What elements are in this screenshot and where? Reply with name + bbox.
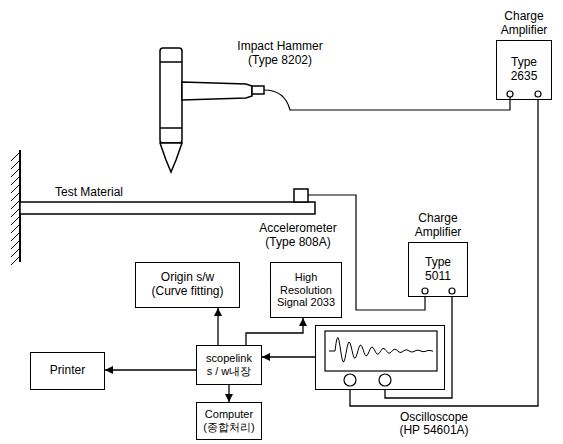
test-beam (20, 202, 315, 214)
hatch-stroke (11, 248, 20, 257)
oscilloscope: Oscilloscope (HP 54601A) (315, 325, 445, 390)
box-text: (Curve fitting) (151, 285, 223, 299)
box-content: Type 2635 (497, 41, 551, 99)
signal-box: High Resolution Signal 2033 (270, 262, 342, 318)
hatch-stroke (11, 200, 20, 209)
part-label: Impact Hammer (Type 8202) (225, 40, 335, 68)
box-content (316, 326, 444, 389)
data-arrow (217, 308, 218, 345)
hatch-stroke (11, 232, 20, 241)
data-arrow (228, 385, 229, 402)
hatch-stroke (11, 184, 20, 193)
box-text: Printer (50, 364, 85, 378)
box-text: Computer (205, 408, 253, 421)
box-text: Type 5011 (413, 256, 463, 284)
hatch-stroke (11, 216, 20, 225)
box-content: Type 5011 (409, 243, 467, 296)
hatch-stroke (11, 160, 20, 169)
hatch-stroke (11, 152, 20, 161)
accelerometer-body (294, 189, 308, 202)
part-label: Accelerometer (Type 808A) (248, 222, 348, 250)
box-content: scopelinks / w내장 (197, 346, 261, 384)
box-content: Printer (31, 353, 104, 389)
oscilloscope-screen (325, 331, 437, 371)
hatch-stroke (11, 240, 20, 249)
charge-amplifier: Type 2635Charge Amplifier (496, 40, 552, 100)
signal-cable (350, 100, 538, 406)
box-text: High Resolution Signal 2033 (275, 271, 337, 309)
box-heading: Charge Amplifier (492, 10, 556, 38)
computer-box: Computer(종합처리) (196, 402, 262, 440)
box-text: Type 2635 (501, 56, 547, 84)
box-content: Computer(종합처리) (197, 403, 261, 439)
hatch-stroke (11, 176, 20, 185)
hatch-stroke (11, 256, 20, 265)
data-arrow (262, 356, 315, 357)
hatch-stroke (11, 208, 20, 217)
box-heading: Charge Amplifier (406, 212, 470, 240)
decay-waveform (329, 338, 433, 362)
part-label: Test Material (55, 186, 155, 200)
fixed-wall (11, 150, 20, 265)
hatch-stroke (11, 224, 20, 233)
charge-amplifier: Type 5011Charge Amplifier (408, 242, 468, 297)
box-text: (종합처리) (203, 421, 254, 434)
signal-cable (385, 297, 452, 398)
box-content: Origin s/w(Curve fitting) (136, 263, 239, 307)
hammer-cable (264, 90, 510, 110)
data-arrow (246, 318, 303, 345)
software-box: scopelinks / w내장 (196, 345, 262, 385)
oscilloscope-knobs (344, 374, 391, 386)
box-text: s / w내장 (207, 365, 252, 378)
box-content: High Resolution Signal 2033 (271, 263, 341, 317)
box-text: scopelink (206, 352, 252, 365)
hatch-stroke (11, 168, 20, 177)
box-text: Origin s/w (161, 271, 214, 285)
data-arrow (105, 369, 196, 370)
printer-box: Printer (30, 352, 105, 390)
software-box: Origin s/w(Curve fitting) (135, 262, 240, 308)
box-heading: Oscilloscope (HP 54601A) (388, 411, 480, 437)
hatch-stroke (11, 192, 20, 201)
